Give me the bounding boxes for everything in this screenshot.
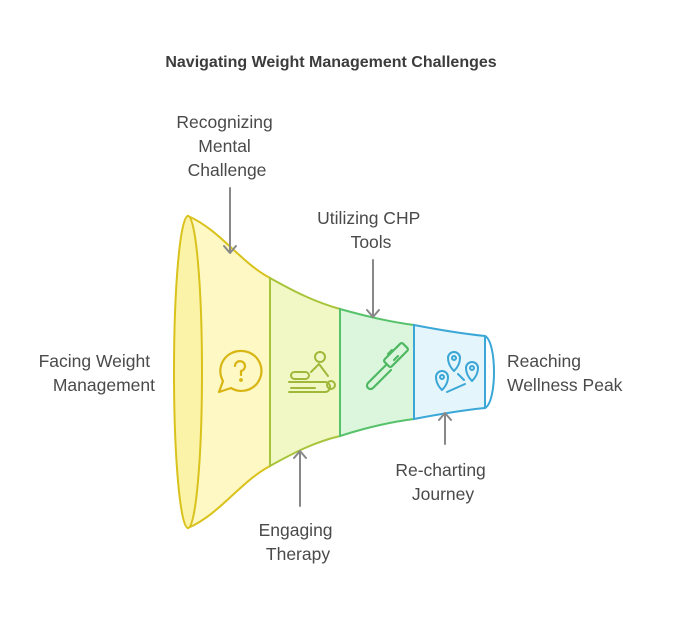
arrow-recognizing [223,187,237,254]
end-label: Reaching Wellness Peak [507,351,623,395]
start-label: Facing Weight Management [39,351,156,395]
stage-label-tools: Utilizing CHP Tools [317,208,425,252]
stage-label-journey: Re-charting Journey [395,460,490,504]
massage-therapy-icon [288,351,336,393]
arrow-tools [366,259,380,318]
stage-label-recognizing: Recognizing Mental Challenge [176,112,277,180]
hammer-tool-icon [365,342,409,391]
funnel-mouth [173,215,203,529]
funnel-exit-rim [484,335,495,409]
diagram-title: Navigating Weight Management Challenges [165,54,496,71]
arrow-therapy [293,450,307,507]
funnel-section-journey [413,323,486,421]
stage-label-therapy: Engaging Therapy [259,520,338,564]
map-route-icon [435,351,479,393]
arrow-journey [438,412,452,445]
question-bubble-icon [217,349,263,394]
